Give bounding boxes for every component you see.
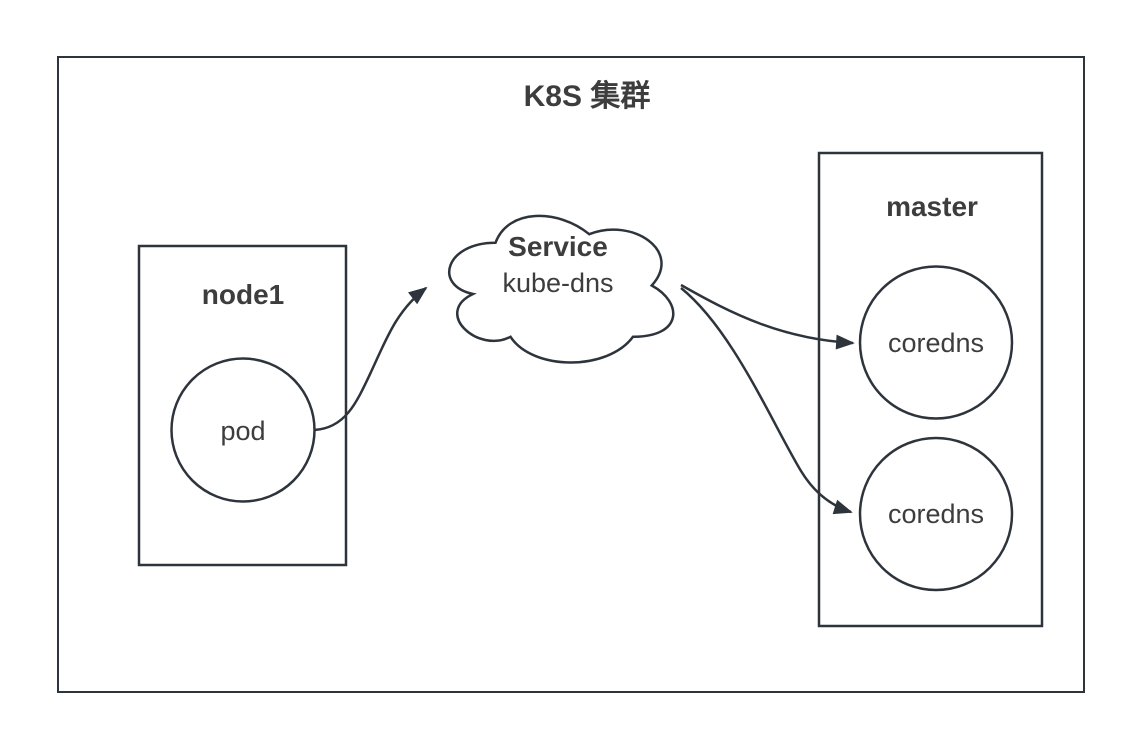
edge-pod-to-service [314, 286, 428, 432]
node1-label: node1 [202, 279, 284, 310]
coredns-label-1: coredns [888, 328, 984, 358]
pod-label: pod [220, 416, 265, 446]
master-label: master [886, 191, 978, 222]
service-label: Service [508, 231, 608, 262]
kube-dns-label: kube-dns [502, 268, 613, 298]
coredns-circle-1 [858, 265, 1014, 420]
service-cloud [448, 214, 675, 364]
cluster-title: K8S 集群 [524, 80, 651, 113]
edge-service-to-coredns-2 [680, 287, 853, 515]
coredns-label-2: coredns [888, 499, 984, 529]
coredns-circle-2 [858, 436, 1014, 592]
edge-service-to-coredns-1 [680, 283, 855, 350]
pod-circle [170, 357, 316, 503]
